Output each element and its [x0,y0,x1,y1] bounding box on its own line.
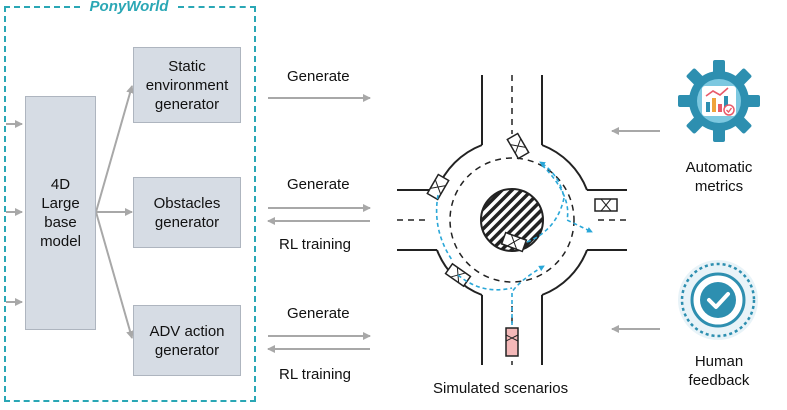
generate-label-3: Generate [287,305,350,322]
obstacles-generator-box: Obstacles generator [133,177,241,248]
static-environment-generator-label: Static environment generator [145,57,229,113]
gear-chart-icon [678,60,760,142]
scene-caption: Simulated scenarios [433,380,569,397]
automatic-metrics-label: Automatic metrics [672,158,766,196]
ponyworld-title: PonyWorld [89,0,169,15]
adv-action-generator-box: ADV action generator [133,305,241,376]
vehicle [426,173,450,201]
vehicle [500,231,528,253]
human-feedback-text: Human feedback [688,353,750,389]
roundabout-scene [397,75,627,365]
model-to-static-arrow [95,85,134,213]
static-environment-generator-box: Static environment generator [133,47,241,123]
road-edges [397,75,627,365]
human-feedback-label: Human feedback [672,352,766,390]
adv-action-generator-label: ADV action generator [149,322,225,359]
vehicle [594,198,618,212]
ponyworld-frame-top [4,6,80,8]
obstacles-generator-label: Obstacles generator [153,194,221,231]
base-model-box: 4D Large base model [25,96,96,330]
rl-training-label-1: RL training [279,236,351,253]
base-model-label: 4D Large base model [40,176,81,250]
model-to-adv-arrow [95,211,134,339]
trajectory-paths [435,161,593,325]
generate-label-2: Generate [287,176,350,193]
center-island [480,188,544,252]
rl-training-label-2: RL training [279,366,351,383]
automatic-metrics-text: Automatic metrics [685,159,753,195]
generate-label-1: Generate [287,68,350,85]
check-badge-icon [678,260,758,340]
ponyworld-frame [4,6,256,402]
ponyworld-frame-top [178,6,256,8]
vehicle [506,132,530,160]
ego-vehicle [505,327,519,357]
